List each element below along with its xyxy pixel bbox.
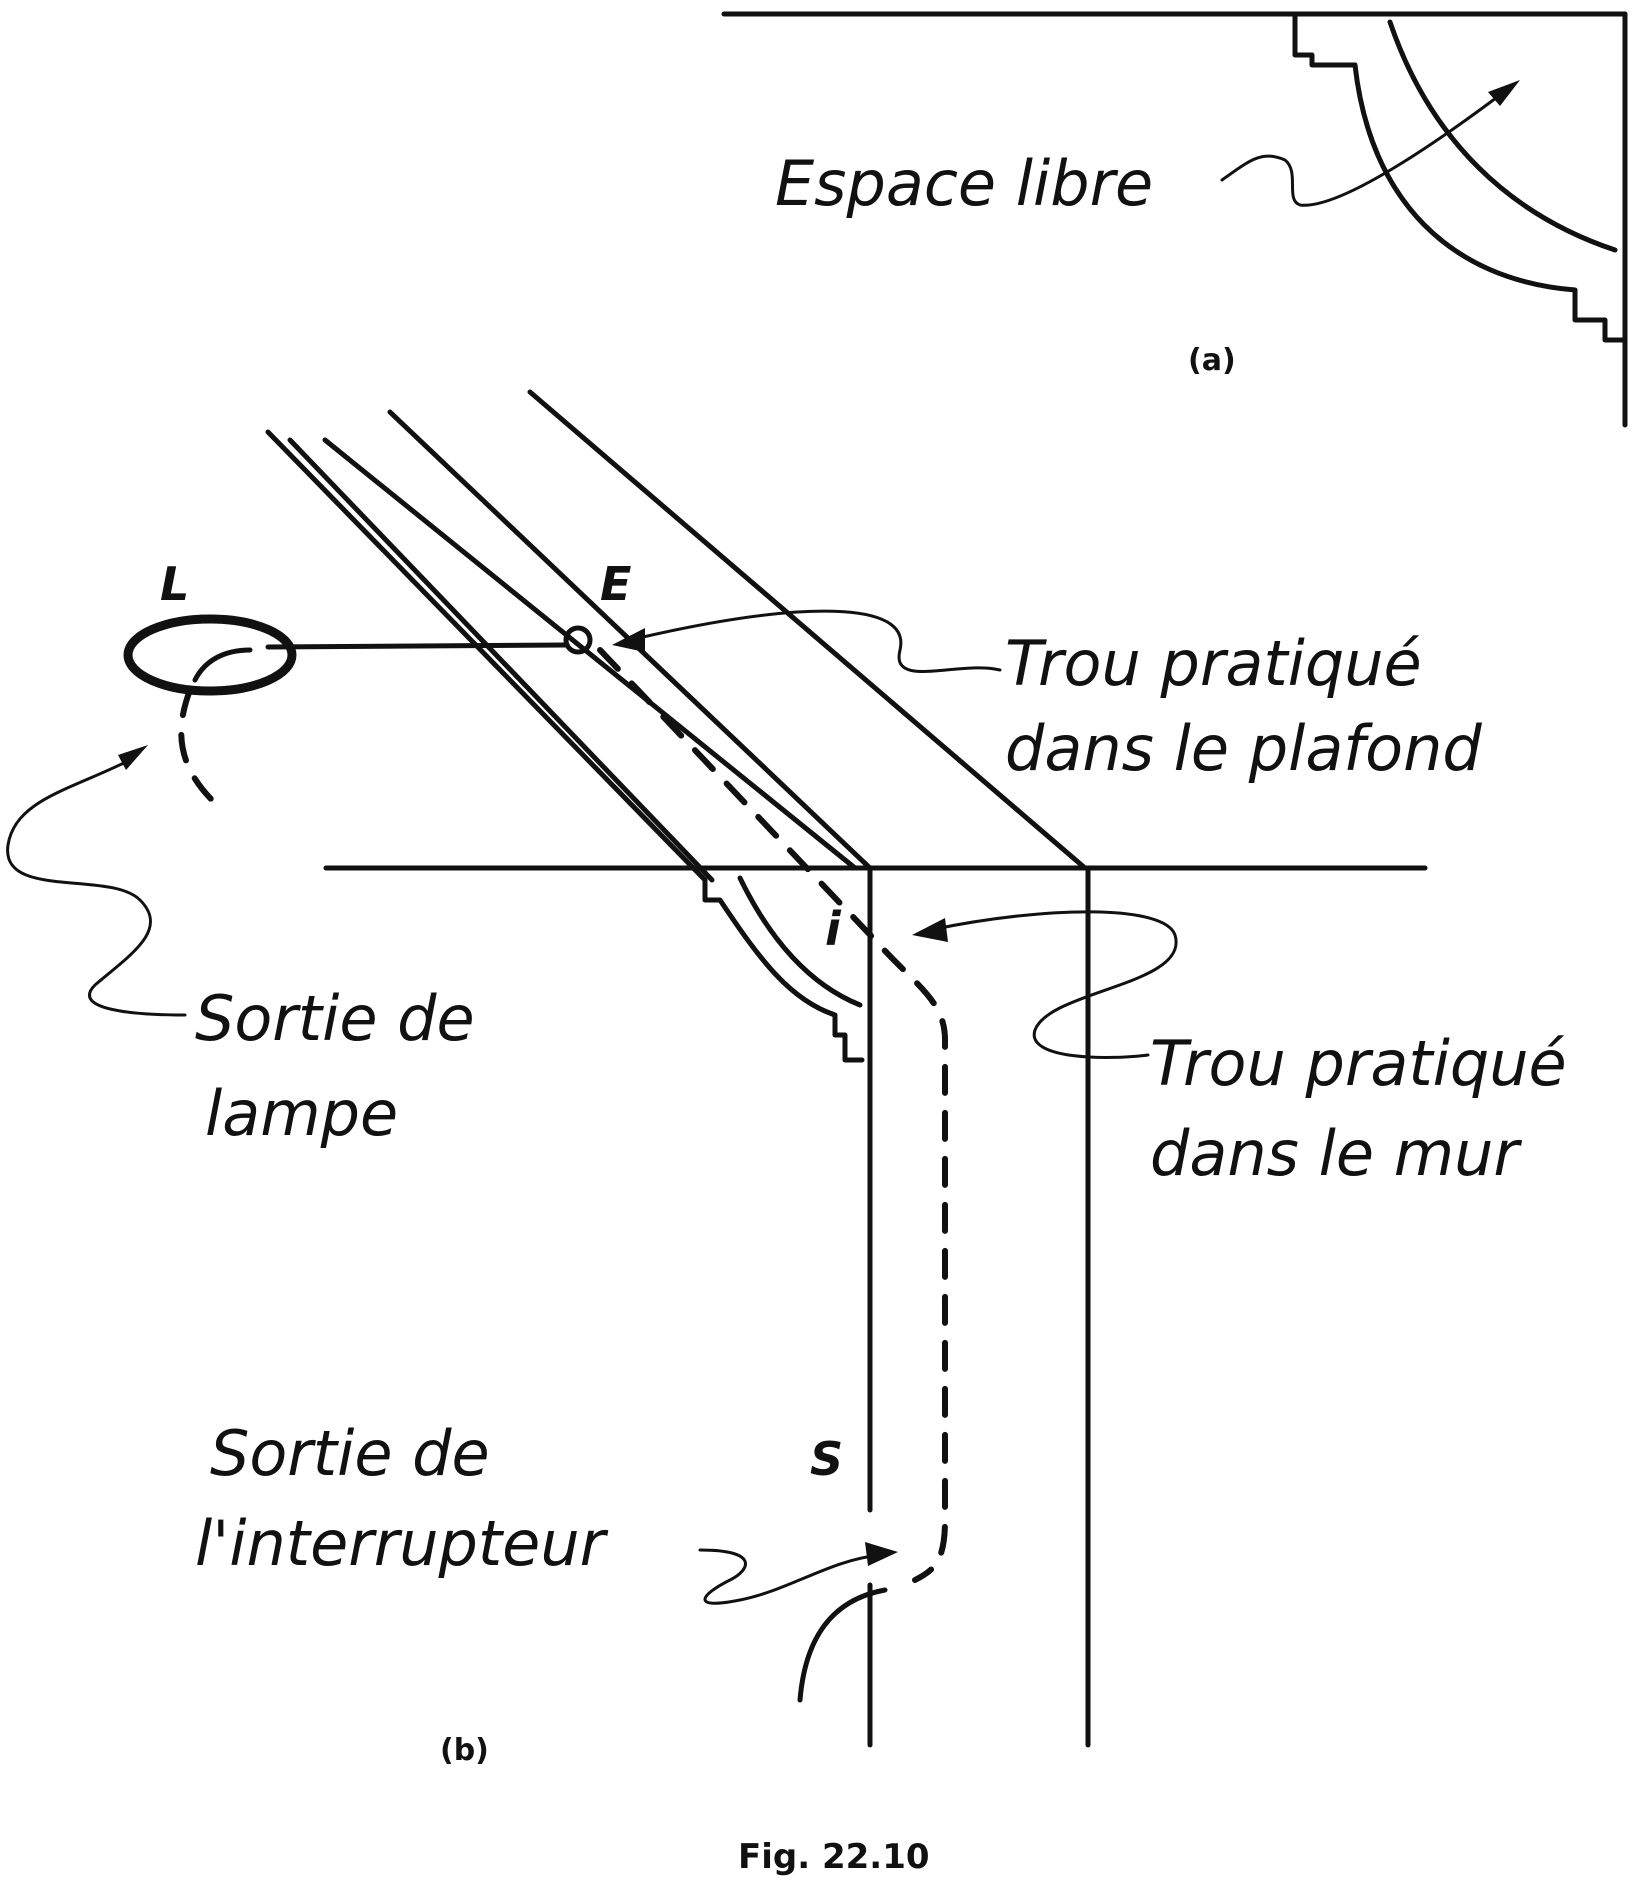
- panel-a-label: (a): [1188, 343, 1236, 378]
- panel-b-installation: L E i S Trou pratiqué dans le plafond Tr…: [6, 389, 1567, 1768]
- annotation-lamp-outlet-line1: Sortie de: [195, 982, 475, 1055]
- ceiling-line-3: [322, 437, 858, 871]
- lamp-wire-stub: [192, 647, 253, 683]
- wall-hole-letter: i: [825, 902, 842, 956]
- arrowhead-switch-outlet: [865, 1542, 898, 1566]
- panel-a-arrowhead: [1488, 80, 1520, 106]
- ceiling-line-2: [287, 437, 715, 883]
- ceiling-hole-letter-E: E: [600, 557, 631, 611]
- leader-lamp-outlet: [6, 758, 187, 1017]
- lamp-letter-L: L: [160, 557, 189, 611]
- hidden-wire-path: [597, 647, 948, 1583]
- panel-a-leader: [1220, 93, 1502, 207]
- ceiling-line-5: [527, 389, 1088, 871]
- ceiling-line-1: [265, 429, 708, 883]
- panel-b-label: (b): [440, 1733, 489, 1768]
- annotation-wall-hole-line1: Trou pratiqué: [1150, 1027, 1567, 1100]
- annotation-switch-outlet-line1: Sortie de: [210, 1417, 490, 1490]
- panel-a-corner-moulding: Espace libre (a): [721, 11, 1628, 428]
- lamp-outlet-ring: [123, 614, 297, 696]
- annotation-switch-outlet-line2: l'interrupteur: [195, 1507, 609, 1580]
- switch-box-curve: [797, 1587, 888, 1703]
- leader-wall-hole: [928, 910, 1178, 1059]
- panel-b-moulding-inner: [737, 875, 863, 1008]
- panel-a-moulding-outer: [1292, 11, 1628, 343]
- annotation-ceiling-hole-line2: dans le plafond: [1005, 712, 1482, 785]
- annotation-ceiling-hole-line1: Trou pratiqué: [1005, 627, 1422, 700]
- panel-a-moulding-inner: [1387, 19, 1618, 253]
- leader-switch-outlet: [698, 1548, 882, 1605]
- panel-a-annotation-free-space: Espace libre: [775, 147, 1153, 220]
- leader-ceiling-hole: [628, 609, 1002, 673]
- ceiling-hole-E: [563, 625, 593, 655]
- arrowhead-wall-hole: [912, 918, 948, 942]
- panel-b-moulding: [702, 877, 865, 1063]
- annotation-lamp-outlet-line2: lampe: [205, 1077, 398, 1150]
- wire-lamp-to-ceiling-hole: [265, 642, 568, 650]
- figure-caption: Fig. 22.10: [738, 1837, 930, 1877]
- lamp-hidden-wire: [178, 687, 228, 815]
- arrowhead-lamp-outlet: [118, 745, 148, 770]
- switch-letter-S: S: [810, 1432, 843, 1486]
- annotation-wall-hole-line2: dans le mur: [1150, 1117, 1522, 1190]
- arrowhead-ceiling-hole: [612, 628, 645, 652]
